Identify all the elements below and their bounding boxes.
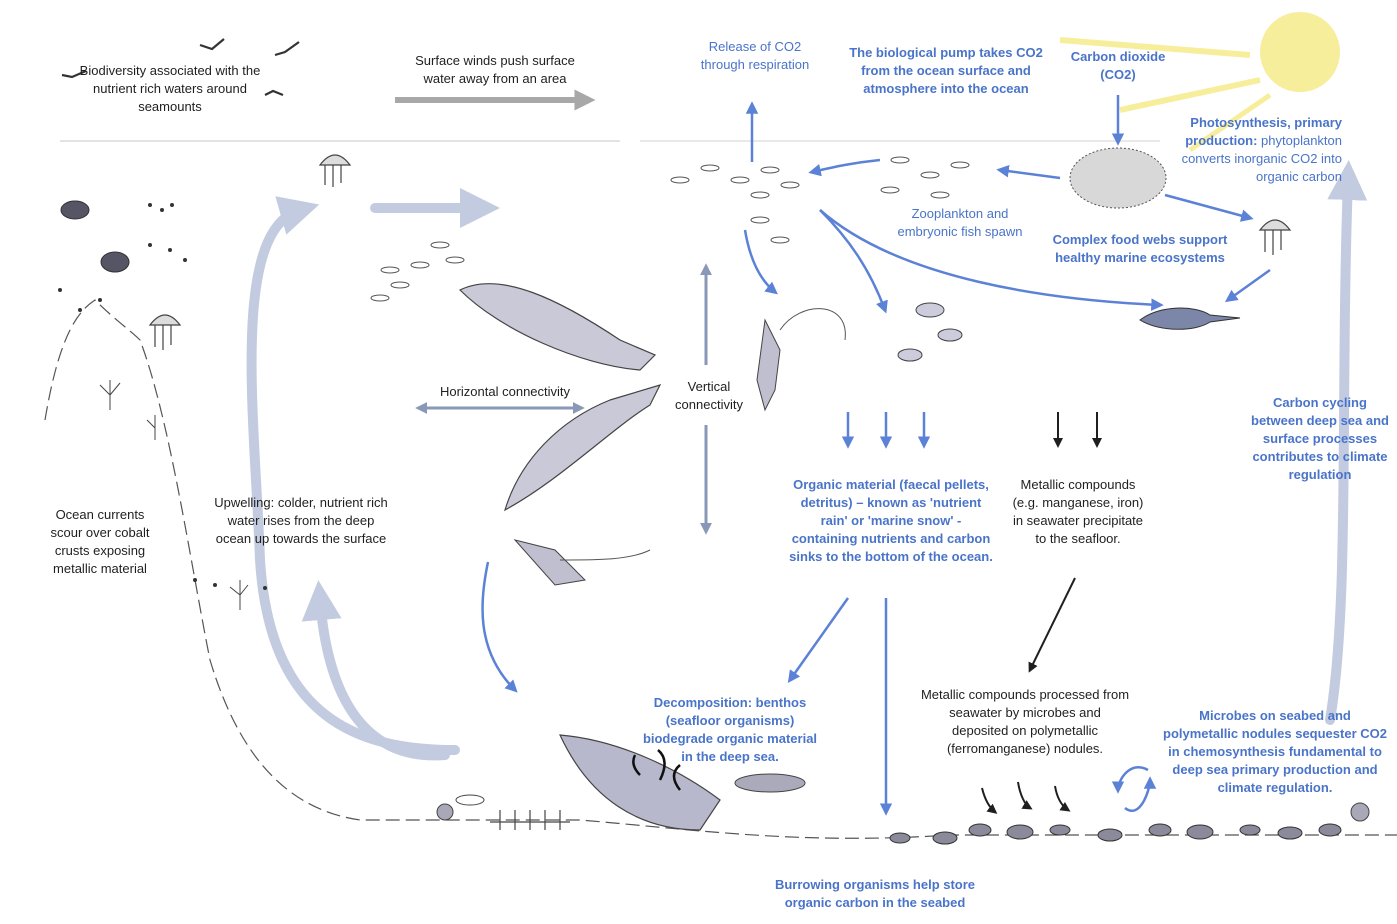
decomposition-label: Decomposition: benthos (seafloor organis…: [640, 694, 820, 766]
biological-pump-label: The biological pump takes CO2 from the o…: [838, 44, 1054, 98]
metallic-processed-label: Metallic compounds processed from seawat…: [920, 686, 1130, 758]
fish-icon: [898, 303, 962, 361]
ocean-currents-label: Ocean currents scour over cobalt crusts …: [40, 506, 160, 578]
burrowing-label: Burrowing organisms help store organic c…: [760, 876, 990, 912]
vertical-connectivity-label: Vertical connectivity: [664, 378, 754, 414]
biodiversity-label: Biodiversity associated with the nutrien…: [70, 62, 270, 116]
octopus-icon: [437, 803, 1369, 821]
organic-material-label: Organic material (faecal pellets, detrit…: [788, 476, 994, 566]
turtle-icon: [61, 201, 129, 272]
swordfish-icon: [1140, 308, 1240, 329]
carbon-dioxide-label: Carbon dioxide (CO2): [1058, 48, 1178, 84]
carbon-flow-arrows: [482, 95, 1270, 812]
nodule-icon: [890, 824, 1341, 844]
sea-surface: [60, 140, 1160, 142]
metallic-precipitate-label: Metallic compounds (e.g. manganese, iron…: [1008, 476, 1148, 548]
horizontal-connectivity-label: Horizontal connectivity: [425, 383, 585, 401]
release-co2-label: Release of CO2 through respiration: [700, 38, 810, 74]
surface-winds-label: Surface winds push surface water away fr…: [400, 52, 590, 88]
upwelling-label: Upwelling: colder, nutrient rich water r…: [212, 494, 390, 548]
carbon-cycling-label: Carbon cycling between deep sea and surf…: [1250, 394, 1390, 484]
food-webs-label: Complex food webs support healthy marine…: [1040, 231, 1240, 267]
photosynthesis-label: Photosynthesis, primary production: phyt…: [1152, 114, 1342, 186]
zooplankton-label: Zooplankton and embryonic fish spawn: [880, 205, 1040, 241]
microbes-label: Microbes on seabed and polymetallic nodu…: [1160, 707, 1390, 797]
